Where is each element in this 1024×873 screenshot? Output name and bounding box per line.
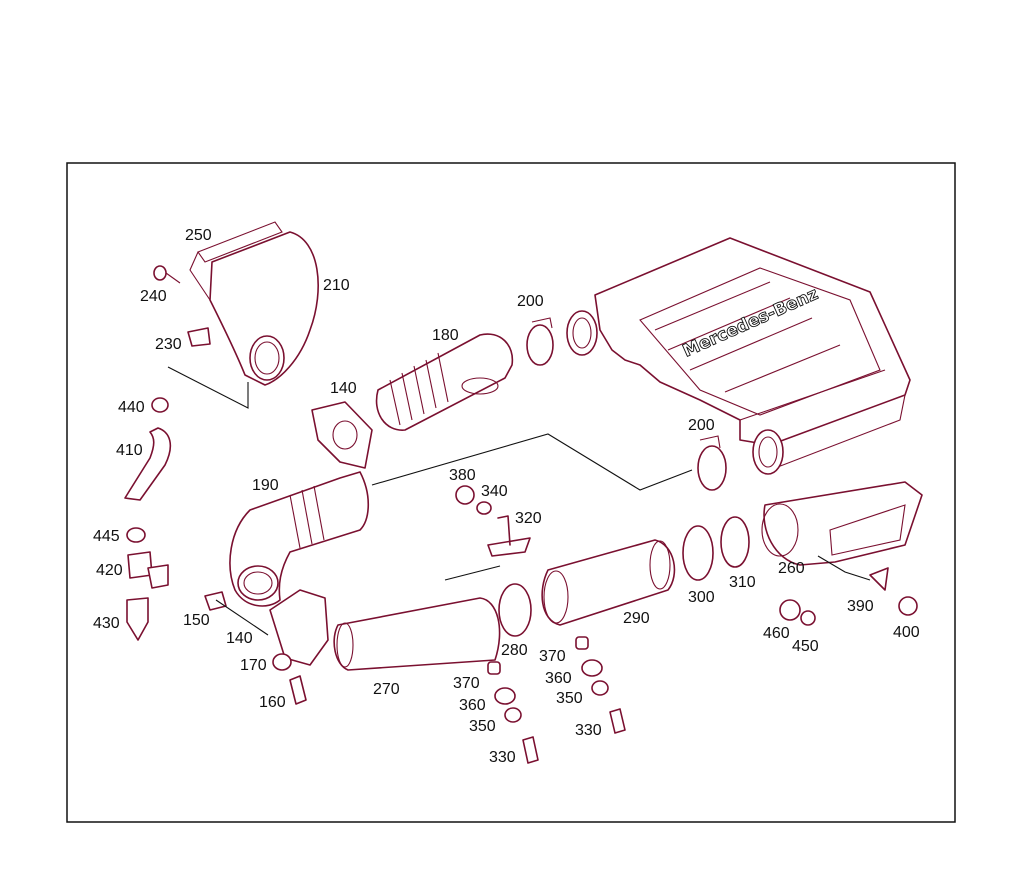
part-320-bracket: [487, 515, 531, 557]
part-390-bracket: [869, 567, 889, 591]
label-350-a: 350: [469, 718, 496, 735]
part-140-flange-upper: [311, 401, 373, 469]
part-460-nut: [779, 599, 801, 621]
part-420-bracket: [126, 527, 169, 641]
label-320: 320: [515, 510, 542, 527]
label-410: 410: [116, 442, 143, 459]
label-330-a: 330: [489, 749, 516, 766]
label-180: 180: [432, 327, 459, 344]
label-250: 250: [185, 227, 212, 244]
label-140-lower: 140: [226, 630, 253, 647]
label-290: 290: [623, 610, 650, 627]
part-230-clip: [187, 327, 211, 347]
label-270: 270: [373, 681, 400, 698]
label-340: 340: [481, 483, 508, 500]
label-445: 445: [93, 528, 120, 545]
label-300: 300: [688, 589, 715, 606]
part-380-nut: [455, 485, 492, 515]
label-200-upper: 200: [517, 293, 544, 310]
part-stack-b: [575, 636, 626, 734]
label-390: 390: [847, 598, 874, 615]
label-380: 380: [449, 467, 476, 484]
label-310: 310: [729, 574, 756, 591]
label-260: 260: [778, 560, 805, 577]
label-140-upper: 140: [330, 380, 357, 397]
label-150: 150: [183, 612, 210, 629]
part-170-washer: [272, 653, 292, 671]
label-460: 460: [763, 625, 790, 642]
part-300-ring: [682, 525, 714, 581]
label-230: 230: [155, 336, 182, 353]
label-370-a: 370: [453, 675, 480, 692]
label-280: 280: [501, 642, 528, 659]
part-200-clamp-upper: [526, 317, 554, 366]
part-190-elbow: [229, 471, 370, 607]
part-260-intake: [761, 481, 923, 566]
label-440: 440: [118, 399, 145, 416]
part-410-hose: [124, 397, 172, 501]
part-240-screw: [153, 265, 181, 284]
label-360-b: 360: [545, 670, 572, 687]
label-160: 160: [259, 694, 286, 711]
part-450-washer: [800, 610, 816, 626]
part-400-bolt: [898, 596, 918, 616]
label-330-b: 330: [575, 722, 602, 739]
label-350-b: 350: [556, 690, 583, 707]
part-200-clamp-lower: [697, 435, 727, 491]
part-270-pipe: [333, 597, 501, 671]
callout-labels: 250 240 210 230 440 410 445 420 430 180 …: [93, 227, 920, 766]
part-150-clip: [204, 591, 227, 611]
label-190: 190: [252, 477, 279, 494]
diagram-border: [66, 162, 956, 823]
part-stack-a: [487, 661, 539, 764]
label-400: 400: [893, 624, 920, 641]
label-370-b: 370: [539, 648, 566, 665]
label-360-a: 360: [459, 697, 486, 714]
label-210: 210: [323, 277, 350, 294]
part-290-pipe: [541, 539, 676, 626]
part-180-hose: [375, 333, 514, 431]
part-280-ring: [498, 583, 532, 637]
part-160-bolt: [289, 675, 307, 705]
label-420: 420: [96, 562, 123, 579]
label-430: 430: [93, 615, 120, 632]
part-310-clamp: [720, 516, 750, 568]
label-200-lower: 200: [688, 417, 715, 434]
label-450: 450: [792, 638, 819, 655]
part-210-intake-duct: [189, 221, 319, 386]
air-filter-housing: Mercedes-Benz: [566, 237, 911, 475]
leader-lines: [167, 366, 871, 636]
label-240: 240: [140, 288, 167, 305]
label-170: 170: [240, 657, 267, 674]
